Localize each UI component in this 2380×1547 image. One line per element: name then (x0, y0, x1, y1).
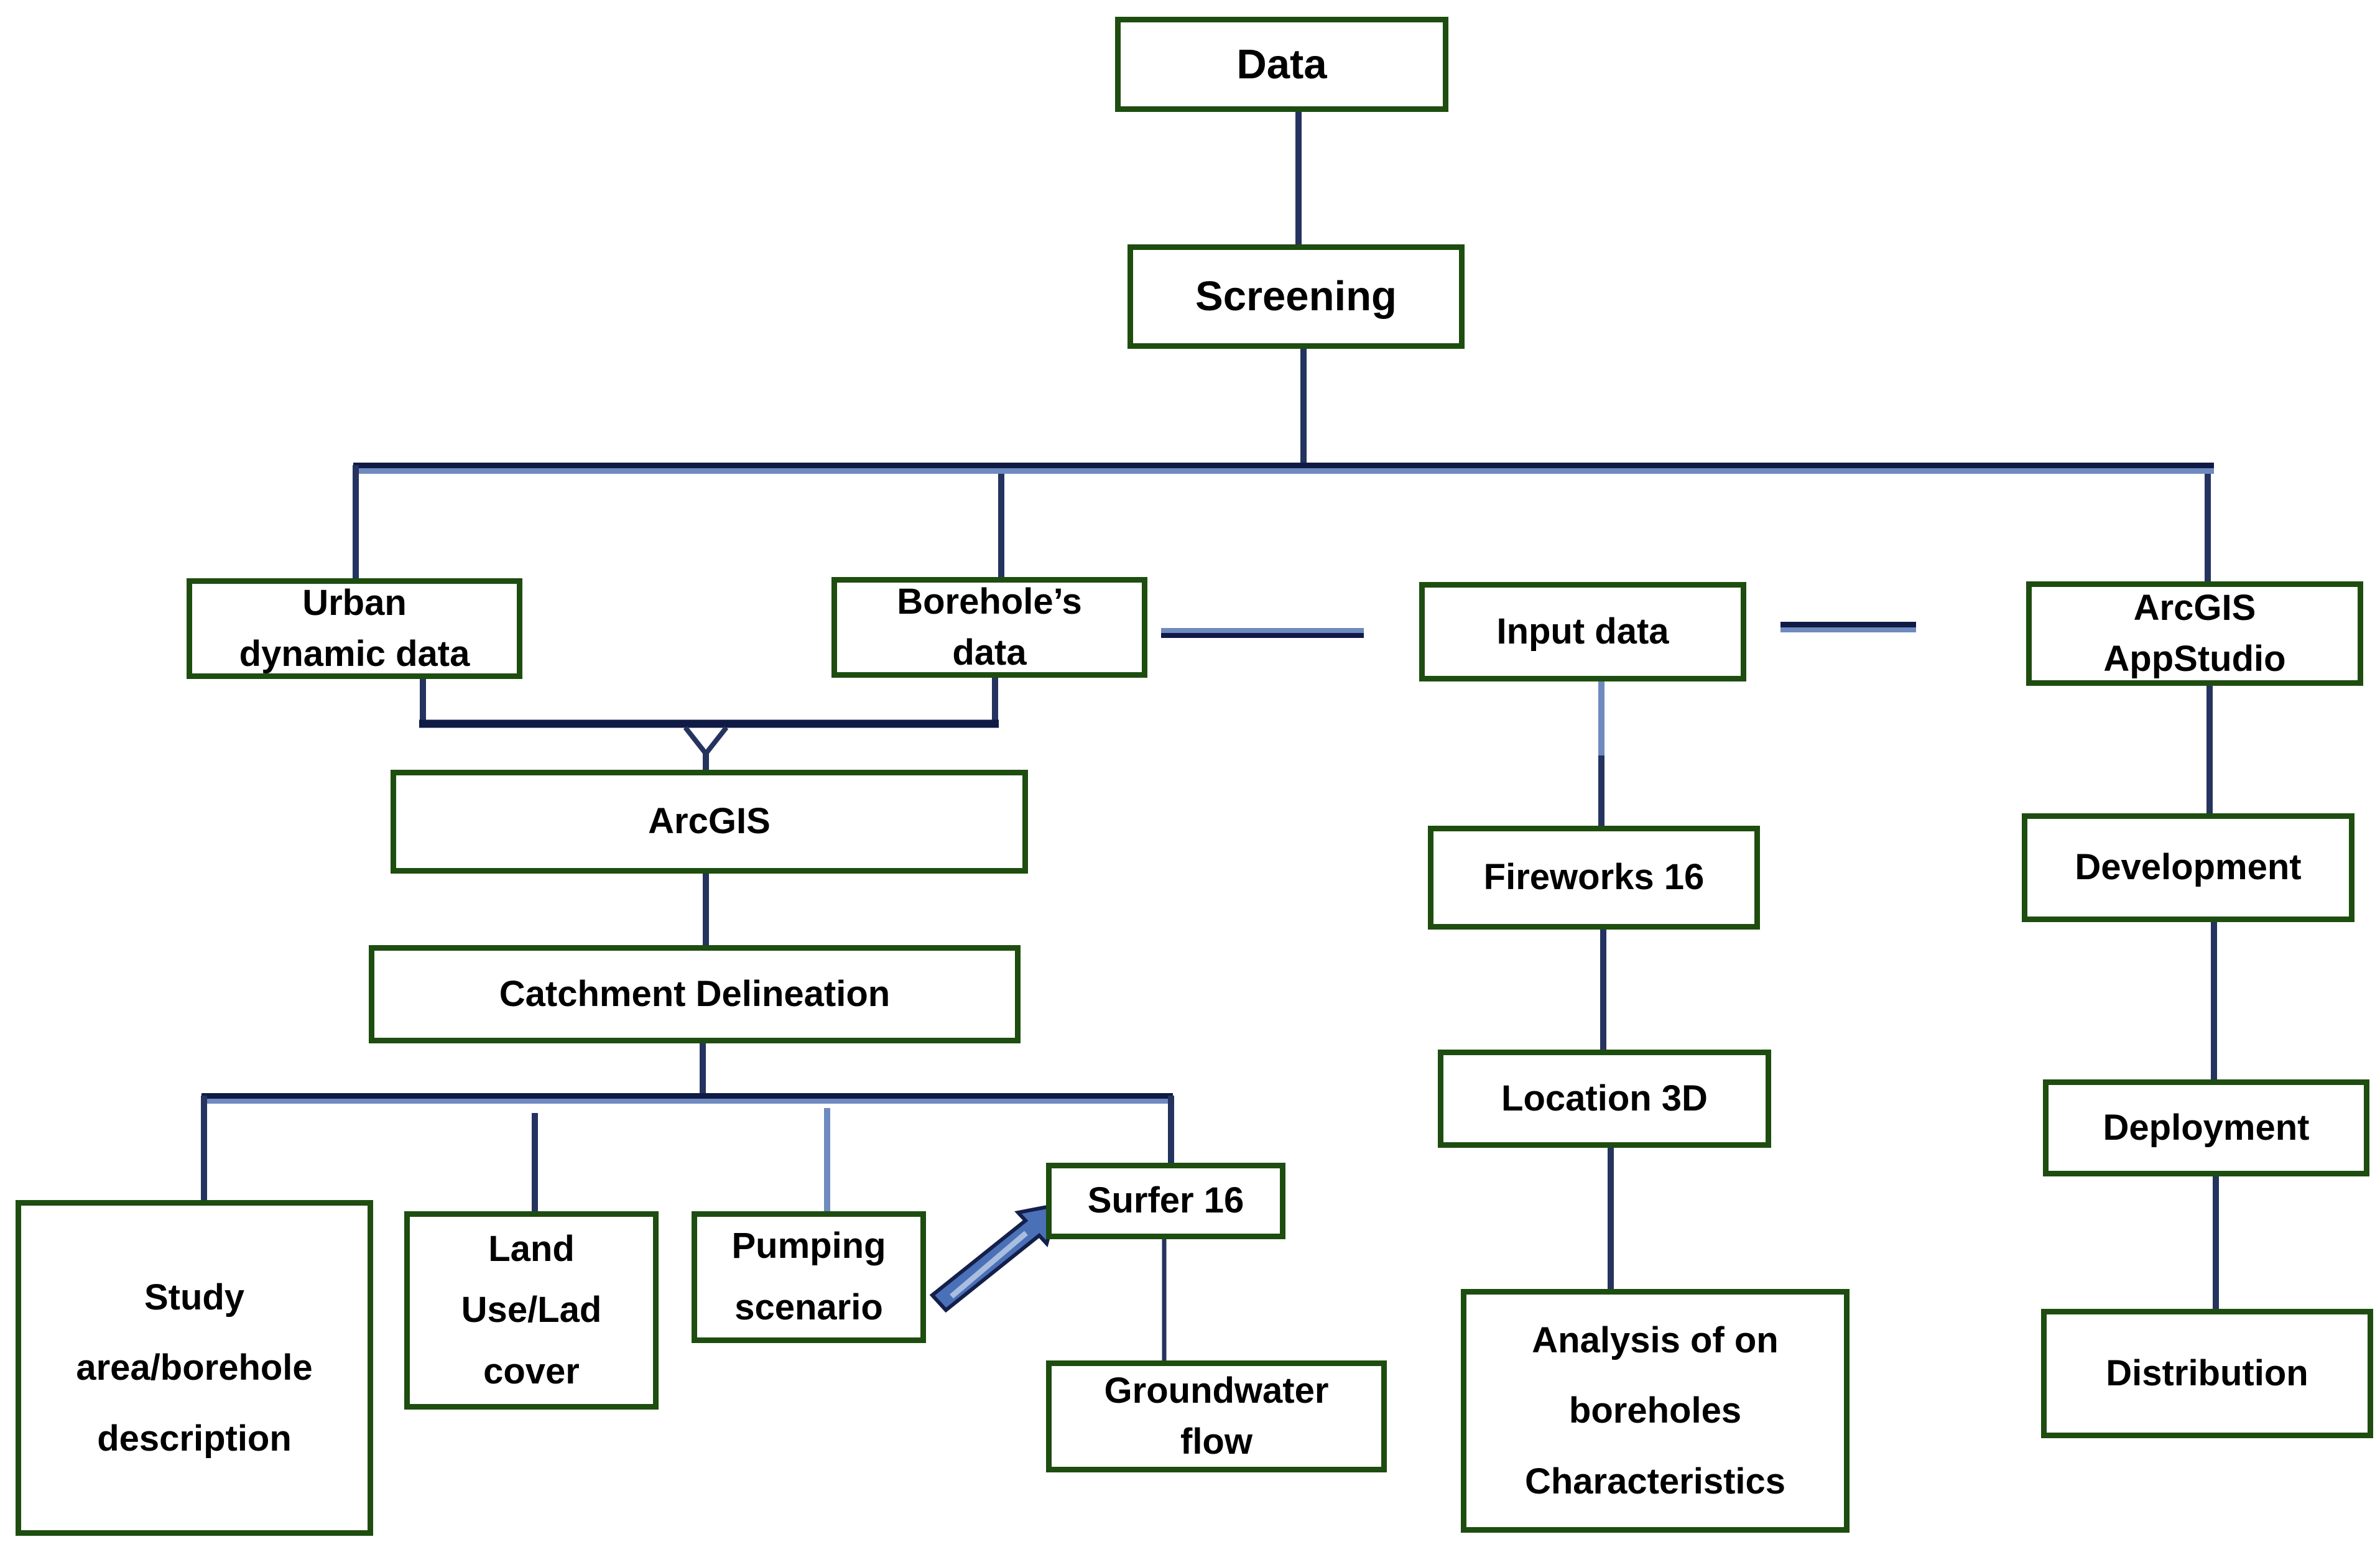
node-input-data-label: Input data (1496, 611, 1669, 652)
node-study-area: Study area/borehole description (16, 1200, 373, 1536)
node-distribution-label: Distribution (2106, 1352, 2308, 1393)
node-analysis-boreholes-label: Analysis of on boreholes Characteristics (1524, 1320, 1786, 1502)
node-screening: Screening (1127, 244, 1465, 349)
node-pumping-scenario-label: Pumping scenario (731, 1226, 886, 1328)
connector-rail (358, 468, 2214, 474)
connector-dash (1780, 627, 1916, 632)
connector-rail (201, 1099, 1173, 1104)
node-urban-dynamic-data-label: Urban dynamic data (239, 582, 470, 674)
connector-dash (1780, 622, 1916, 627)
connector-dash (1161, 628, 1364, 633)
node-development-label: Development (2075, 847, 2302, 888)
node-location-3d: Location 3D (1438, 1050, 1771, 1148)
node-fireworks-16-label: Fireworks 16 (1483, 857, 1705, 898)
node-study-area-label: Study area/borehole description (76, 1277, 313, 1459)
node-groundwater-flow: Groundwater flow (1046, 1360, 1387, 1472)
connector-rail (353, 463, 2214, 468)
connector-dash (1161, 633, 1364, 638)
node-arcgis-appstudio-label: ArcGIS AppStudio (2103, 587, 2286, 679)
node-input-data: Input data (1419, 582, 1746, 681)
node-catchment-delineation: Catchment Delineation (369, 945, 1021, 1043)
node-development: Development (2022, 813, 2355, 922)
node-analysis-boreholes: Analysis of on boreholes Characteristics (1461, 1289, 1850, 1533)
node-pumping-scenario: Pumping scenario (692, 1211, 926, 1343)
node-screening-label: Screening (1195, 273, 1397, 320)
node-urban-dynamic-data: Urban dynamic data (187, 578, 522, 679)
node-boreholes-data: Borehole’s data (831, 577, 1147, 678)
connector-rail (201, 1093, 1173, 1099)
node-boreholes-data-label: Borehole’s data (897, 581, 1082, 673)
node-fireworks-16: Fireworks 16 (1428, 826, 1760, 930)
node-location-3d-label: Location 3D (1501, 1078, 1708, 1119)
node-surfer-16: Surfer 16 (1046, 1163, 1285, 1239)
node-catchment-delineation-label: Catchment Delineation (499, 973, 891, 1014)
node-data-label: Data (1236, 40, 1327, 88)
node-surfer-16-label: Surfer 16 (1087, 1180, 1244, 1221)
node-arcgis-label: ArcGIS (648, 801, 771, 842)
node-arcgis-appstudio: ArcGIS AppStudio (2026, 581, 2363, 686)
node-data: Data (1115, 17, 1448, 112)
node-arcgis: ArcGIS (391, 770, 1028, 874)
node-land-use: Land Use/Lad cover (404, 1211, 659, 1410)
block-arrow-highlight (950, 1231, 1028, 1299)
merge-notch (683, 726, 729, 758)
node-groundwater-flow-label: Groundwater flow (1104, 1370, 1329, 1462)
node-distribution: Distribution (2041, 1309, 2373, 1438)
node-deployment-label: Deployment (2103, 1107, 2310, 1148)
node-land-use-label: Land Use/Lad cover (461, 1228, 602, 1392)
node-deployment: Deployment (2043, 1079, 2369, 1176)
